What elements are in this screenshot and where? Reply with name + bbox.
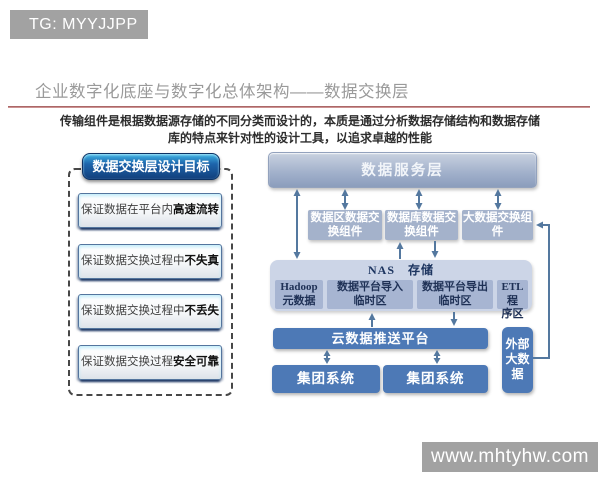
nas-cell-text: ETL程 bbox=[501, 281, 524, 307]
goal-box-2: 保证数据交换过程中不失真 bbox=[78, 244, 222, 279]
goal-box-4: 保证数据交换过程安全可靠 bbox=[78, 345, 222, 380]
goal-text: 保证数据交换过程中 bbox=[81, 255, 185, 267]
external-bigdata-box: 外部 大数 据 bbox=[502, 327, 533, 393]
data-service-layer-bar: 数据服务层 bbox=[268, 152, 537, 188]
component-box-bigdata: 大数据交换组 件 bbox=[462, 210, 533, 240]
component-box-database: 数据库数据交 换组件 bbox=[385, 210, 458, 240]
goal-box-1: 保证数据在平台内高速流转 bbox=[78, 193, 222, 228]
title-divider bbox=[8, 106, 590, 108]
component-text: 大数据交换组 bbox=[463, 212, 532, 224]
nas-cell-text: 数据平台导入 bbox=[337, 281, 403, 293]
nas-cell-text: 临时区 bbox=[353, 294, 387, 307]
goal-text-emphasis: 不丢失 bbox=[184, 305, 220, 317]
group-system-box-2: 集团系统 bbox=[383, 365, 488, 393]
watermark-bottom: www.mhtyhw.com bbox=[422, 442, 598, 472]
nas-cell-hadoop: Hadoop 元数据 bbox=[275, 280, 323, 309]
component-text: 件 bbox=[491, 226, 504, 238]
nas-cell-etl: ETL程 序区 bbox=[497, 280, 528, 320]
component-box-datazone: 数据区数据交 换组件 bbox=[308, 210, 382, 240]
component-text: 数据区数据交 bbox=[310, 212, 380, 224]
intro-line-1: 传输组件是根据数据源存储的不同分类而设计的，本质是通过分析数据存储结构和数据存储 bbox=[59, 114, 540, 128]
external-bigdata-text: 外部 bbox=[505, 337, 530, 351]
goal-box-3: 保证数据交换过程中不丢失 bbox=[78, 294, 222, 329]
nas-storage-title: NAS 存储 bbox=[367, 263, 434, 277]
intro-paragraph: 传输组件是根据数据源存储的不同分类而设计的，本质是通过分析数据存储结构和数据存储… bbox=[0, 113, 600, 147]
goal-text-emphasis: 高速流转 bbox=[173, 204, 219, 216]
nas-cell-text: 序区 bbox=[501, 308, 524, 320]
goal-text: 保证数据交换过程中 bbox=[81, 305, 185, 317]
component-text: 换组件 bbox=[327, 226, 363, 238]
cloud-push-platform-bar: 云数据推送平台 bbox=[273, 328, 488, 349]
nas-cell-text: 临时区 bbox=[438, 294, 472, 307]
page-title: 企业数字化底座与数字化总体架构——数据交换层 bbox=[35, 83, 409, 101]
goal-text: 保证数据交换过程 bbox=[81, 356, 173, 368]
goal-text-emphasis: 安全可靠 bbox=[173, 356, 219, 368]
external-bigdata-text: 据 bbox=[511, 367, 524, 381]
component-text: 数据库数据交 bbox=[387, 212, 456, 224]
group-system-box-1: 集团系统 bbox=[272, 365, 380, 393]
external-bigdata-text: 大数 bbox=[505, 352, 530, 366]
nas-cell-export: 数据平台导出 临时区 bbox=[417, 280, 493, 309]
nas-cell-import: 数据平台导入 临时区 bbox=[327, 280, 413, 309]
intro-line-2: 库的特点来针对性的设计工具，以追求卓越的性能 bbox=[167, 131, 432, 145]
goal-text-emphasis: 不失真 bbox=[184, 255, 220, 267]
component-text: 换组件 bbox=[404, 226, 439, 238]
goal-text: 保证数据在平台内 bbox=[81, 204, 173, 216]
watermark-top: TG: MYYJJPP bbox=[10, 10, 148, 39]
nas-cell-text: 元数据 bbox=[282, 294, 316, 307]
nas-cell-text: 数据平台导出 bbox=[422, 281, 488, 293]
goals-panel-title: 数据交换层设计目标 bbox=[82, 153, 220, 180]
nas-cell-text: Hadoop bbox=[280, 281, 318, 293]
